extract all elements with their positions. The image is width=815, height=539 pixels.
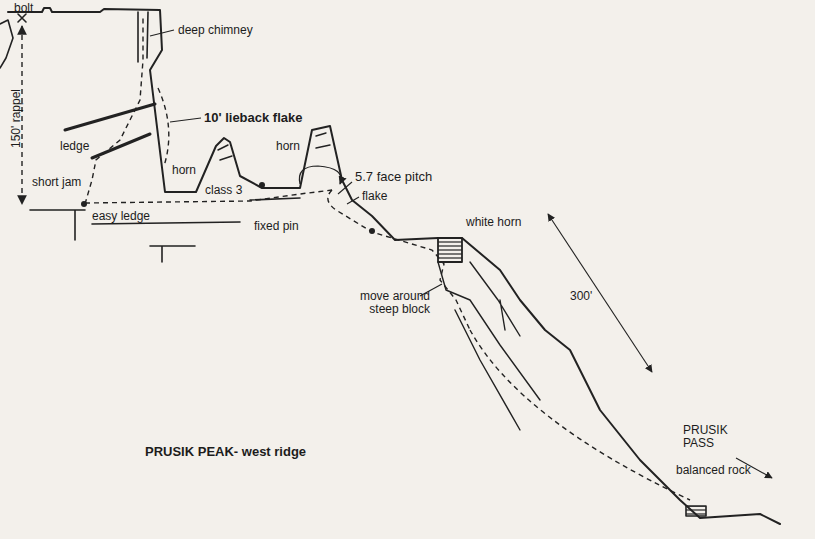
leader-line xyxy=(338,182,352,194)
leader-line xyxy=(170,118,201,122)
label-text: 5.7 face pitch xyxy=(355,170,432,183)
height-arrow xyxy=(548,214,652,372)
lieback-route xyxy=(158,88,169,166)
ridge-profile xyxy=(8,8,438,240)
title-text: PRUSIK PEAK- west ridge xyxy=(145,444,306,459)
label-text: 10' lieback flake xyxy=(204,111,303,124)
ridge-slope xyxy=(462,238,780,524)
belay-dot xyxy=(81,201,87,207)
label-text: PRUSIK PASS xyxy=(683,424,737,450)
horn-shading xyxy=(218,133,330,160)
label-text: bolt xyxy=(14,2,33,15)
flake-line xyxy=(65,104,155,130)
white-horn-block xyxy=(438,238,462,262)
label-text: balanced rock xyxy=(676,464,751,477)
label-text: horn xyxy=(172,164,196,177)
rock-edge xyxy=(0,20,13,68)
belay-dot xyxy=(369,228,375,234)
label-text: 300' xyxy=(570,290,592,303)
bolt-mark xyxy=(18,14,26,22)
route-line xyxy=(85,16,143,204)
label-text: flake xyxy=(362,190,387,203)
label-text: horn xyxy=(276,140,300,153)
ledge-line xyxy=(92,134,150,158)
label-text: deep chimney xyxy=(178,24,253,37)
label-text: short jam xyxy=(32,176,81,189)
label-text: move around steep block xyxy=(352,290,430,316)
loop-arrow xyxy=(299,166,341,184)
label-text: fixed pin xyxy=(254,220,299,233)
label-text: class 3 xyxy=(205,184,242,197)
ledge-lines xyxy=(30,198,300,262)
leader-line xyxy=(150,30,174,36)
label-text: white horn xyxy=(466,216,521,229)
belay-dot xyxy=(259,182,265,188)
route-line xyxy=(328,190,470,330)
leader-line xyxy=(347,197,359,204)
route-line xyxy=(470,330,690,500)
label-text: ledge xyxy=(60,140,89,153)
balanced-rock-symbol xyxy=(686,506,706,516)
rock-lines xyxy=(438,262,540,430)
label-text: 150' rappel xyxy=(10,88,23,147)
label-text: easy ledge xyxy=(92,210,150,223)
